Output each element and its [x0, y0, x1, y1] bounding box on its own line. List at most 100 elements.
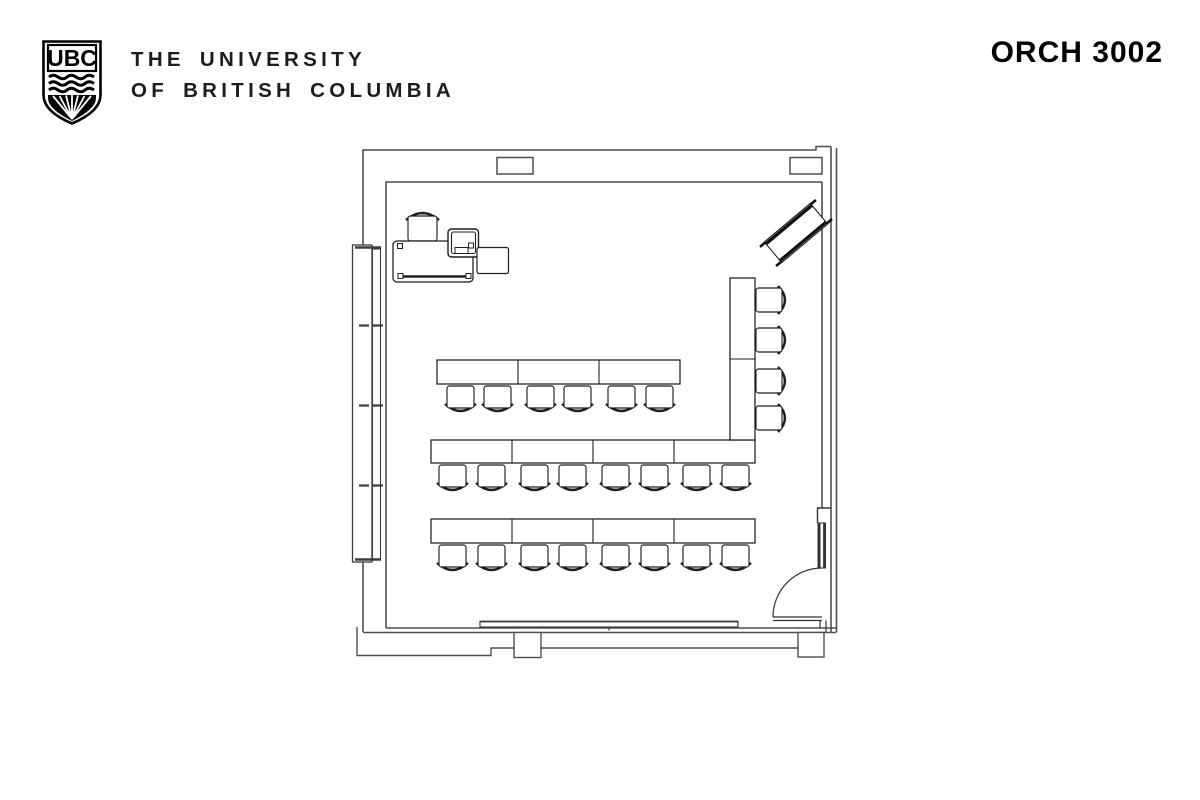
student-chair: [444, 385, 477, 413]
chair-seat: [438, 544, 467, 568]
student-chair: [561, 385, 594, 413]
bottom-whiteboard: [479, 620, 739, 631]
door-panel-edges: [818, 523, 826, 568]
cart-corner-stubs: [759, 198, 833, 268]
chair-seat: [483, 385, 512, 409]
student-chair: [755, 325, 787, 355]
room-code-label: ORCH 3002: [990, 36, 1163, 69]
top-wall-columns: [496, 156, 823, 175]
student-chair: [436, 464, 469, 492]
equipment-button: [468, 242, 474, 249]
student-chair: [680, 464, 713, 492]
equipment-tab: [454, 247, 469, 254]
chair-seat: [477, 544, 506, 568]
chair-seat: [601, 544, 630, 568]
chair-seat: [438, 464, 467, 488]
ubc-logo: UBC: [40, 38, 104, 126]
desk-corner-detail: [397, 243, 403, 249]
chair-seat: [645, 385, 674, 409]
seating-middle-row: [430, 439, 756, 492]
student-chair: [475, 464, 508, 492]
chair-seat: [607, 385, 636, 409]
table-surface: [436, 359, 681, 385]
student-chair: [518, 544, 551, 572]
mobile-av-cart: [759, 198, 833, 268]
left-window-band: [351, 244, 383, 563]
floor-plan-drawing: [351, 145, 838, 659]
university-name: THE UNIVERSITY OF BRITISH COLUMBIA: [131, 45, 455, 106]
furniture: [392, 211, 787, 572]
instructor-station: [392, 211, 510, 283]
student-chair: [638, 544, 671, 572]
window-glazing: [371, 248, 382, 560]
student-chair: [524, 385, 557, 413]
chair-seat: [755, 287, 783, 313]
door-jamb: [816, 507, 831, 523]
chair-seat: [640, 464, 669, 488]
student-chair: [481, 385, 514, 413]
student-chair: [755, 403, 787, 433]
chair-seat: [755, 368, 783, 394]
chair-seat: [520, 544, 549, 568]
chair-seat: [558, 464, 587, 488]
chair-seat: [563, 385, 592, 409]
door-swing-arc: [772, 567, 823, 618]
student-chair: [599, 464, 632, 492]
chair-seat: [526, 385, 555, 409]
student-chair: [475, 544, 508, 572]
seating-right-column: [729, 277, 787, 441]
seating-front-row: [436, 359, 681, 413]
crest-waves: [48, 73, 95, 94]
student-chair: [719, 544, 752, 572]
crest-rays: [52, 95, 92, 120]
university-name-line1: THE UNIVERSITY: [131, 48, 366, 71]
chair-seat: [721, 544, 750, 568]
chair-seat: [477, 464, 506, 488]
student-chair: [599, 544, 632, 572]
chair-seat: [682, 464, 711, 488]
door-side-stubs: [819, 620, 827, 632]
chair-seat: [755, 327, 783, 353]
cart-frame: [763, 202, 829, 264]
footing-right: [797, 631, 825, 658]
chair-seat: [682, 544, 711, 568]
student-chair: [605, 385, 638, 413]
exterior-footings: [356, 627, 825, 659]
crest-letter-box: [46, 43, 98, 73]
wall-column-right: [789, 156, 823, 175]
exterior-trim-left: [356, 627, 514, 657]
student-chair: [719, 464, 752, 492]
university-name-line2: OF BRITISH COLUMBIA: [131, 78, 456, 102]
student-chair: [556, 544, 589, 572]
cart-rails: [764, 203, 828, 263]
ubc-crest-logo: UBC: [42, 40, 102, 125]
desk-edge-cap-left: [397, 273, 404, 279]
student-chair: [755, 285, 787, 315]
crest-letters: UBC: [47, 45, 97, 71]
chair-seat: [446, 385, 475, 409]
door-threshold: [773, 616, 822, 622]
wall-column-left: [496, 156, 534, 175]
window-frame: [351, 244, 373, 563]
student-chair: [755, 366, 787, 396]
inner-wall: [385, 181, 823, 628]
side-table: [476, 246, 510, 275]
chair-seat: [640, 544, 669, 568]
chair-seat: [755, 405, 783, 431]
chair-seat: [520, 464, 549, 488]
floor-plan: [345, 140, 845, 665]
student-chair: [643, 385, 676, 413]
window-mullions: [359, 324, 383, 487]
seating-back-row: [430, 518, 756, 572]
chair-seat: [601, 464, 630, 488]
student-chair: [556, 464, 589, 492]
outer-wall-right: [830, 146, 838, 632]
chair-seat: [721, 464, 750, 488]
chair-seat: [407, 215, 438, 242]
footing-left: [513, 631, 542, 659]
student-chair: [436, 544, 469, 572]
student-chair: [638, 464, 671, 492]
desk-edge-cap-right: [465, 273, 472, 279]
chair-seat: [558, 544, 587, 568]
instructor-chair: [405, 211, 440, 242]
